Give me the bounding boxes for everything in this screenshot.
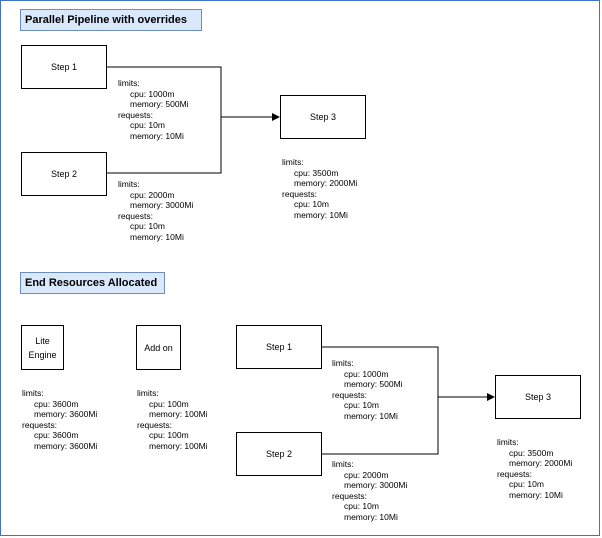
section-title-parallel-pipeline: Parallel Pipeline with overrides — [20, 9, 202, 31]
step3-resources: limits: cpu: 3500m memory: 2000Mi reques… — [282, 157, 358, 220]
connector-step2-to-step3-bottom — [321, 397, 439, 455]
connector-step2-to-step3 — [106, 117, 222, 174]
add-on-resources: limits: cpu: 100m memory: 100Mi requests… — [137, 388, 208, 451]
step1-resources-bottom: limits: cpu: 1000m memory: 500Mi request… — [332, 358, 403, 421]
connector-step1-to-step3 — [106, 66, 222, 117]
lite-engine-resources: limits: cpu: 3600m memory: 3600Mi reques… — [22, 388, 98, 451]
add-on-box[interactable]: Add on — [136, 325, 181, 370]
lite-engine-label: Lite Engine — [28, 335, 57, 360]
step2-resources-bottom: limits: cpu: 2000m memory: 3000Mi reques… — [332, 459, 408, 522]
step2-box-bottom[interactable]: Step 2 — [236, 432, 322, 476]
step1-label: Step 1 — [50, 62, 78, 72]
step1-label-bottom: Step 1 — [265, 342, 293, 352]
lite-engine-box[interactable]: Lite Engine — [21, 325, 64, 370]
step1-resources: limits: cpu: 1000m memory: 500Mi request… — [118, 78, 189, 141]
step3-label: Step 3 — [309, 112, 337, 122]
step1-box[interactable]: Step 1 — [21, 45, 107, 89]
connector-step1-to-step3-bottom — [321, 346, 439, 397]
step3-box[interactable]: Step 3 — [280, 95, 366, 139]
step2-label: Step 2 — [50, 169, 78, 179]
add-on-label: Add on — [144, 342, 173, 353]
step2-label-bottom: Step 2 — [265, 449, 293, 459]
step3-resources-bottom: limits: cpu: 3500m memory: 2000Mi reques… — [497, 437, 573, 500]
step2-resources: limits: cpu: 2000m memory: 3000Mi reques… — [118, 179, 194, 242]
step3-label-bottom: Step 3 — [524, 392, 552, 402]
section-title-end-resources: End Resources Allocated — [20, 272, 165, 294]
step2-box[interactable]: Step 2 — [21, 152, 107, 196]
step1-box-bottom[interactable]: Step 1 — [236, 325, 322, 369]
step3-box-bottom[interactable]: Step 3 — [495, 375, 581, 419]
